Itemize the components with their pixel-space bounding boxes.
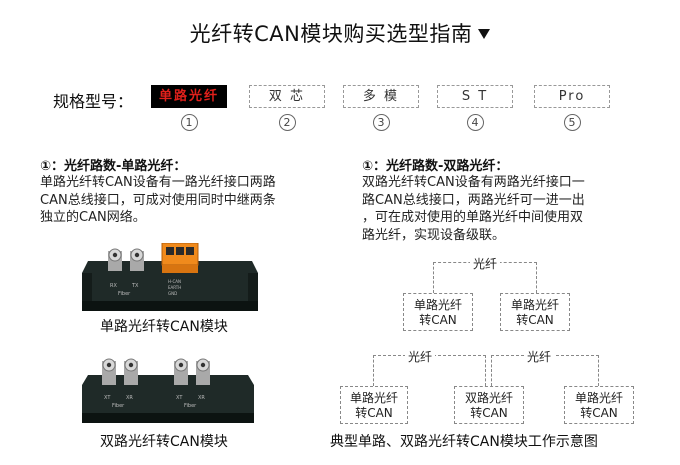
port-label-2-xt: XT xyxy=(176,395,183,401)
module-body xyxy=(82,261,258,311)
single-module-caption: 单路光纤转CAN模块 xyxy=(100,319,228,335)
single-fiber-can-module-image: RX TX Fiber H-CAN EARTH GND xyxy=(82,243,258,311)
port-label-tx: TX xyxy=(131,283,139,289)
section-left-heading: ①：光纤路数-单路光纤： xyxy=(40,159,187,174)
port-label-1-fiber: Fiber xyxy=(112,403,125,409)
dual-fiber-can-module-image: XT XR Fiber XT XR Fiber xyxy=(82,358,254,423)
section-right-line: 路光纤，实现设备级联。 xyxy=(362,227,506,243)
section-right-heading: ①：光纤路数-双路光纤： xyxy=(362,159,509,174)
terminal-label-hcan: H-CAN xyxy=(168,279,181,284)
spec-label: 规格型号： xyxy=(53,92,134,111)
port-label-2-fiber: Fiber xyxy=(184,403,197,409)
fiber-connector-2-xr xyxy=(196,358,210,385)
option-number-4: 4 xyxy=(437,111,513,131)
section-right-line: ，可在成对使用的单路光纤中间使用双 xyxy=(362,210,584,225)
diagram2-fiber-label-left: 光纤 xyxy=(405,348,436,365)
port-label-fiber: Fiber xyxy=(118,291,131,297)
diagram2-left-module: 单路光纤 转CAN xyxy=(340,386,408,424)
dual-module-caption: 双路光纤转CAN模块 xyxy=(100,434,228,450)
option-number-3: 3 xyxy=(343,111,419,131)
port-label-2-xr: XR xyxy=(198,395,205,401)
diagram2-mid-module: 双路光纤 转CAN xyxy=(454,386,524,424)
fiber-connector-1-xt xyxy=(102,358,116,385)
module-base xyxy=(82,301,258,311)
spec-option-st[interactable]: S T xyxy=(437,85,513,108)
diagram1-right-module: 单路光纤 转CAN xyxy=(500,293,570,331)
section-left-line: 独立的CAN网络。 xyxy=(40,210,146,225)
option-number-2: 2 xyxy=(249,111,325,131)
option-number-5: 5 xyxy=(534,111,610,131)
diagram2-right-module: 单路光纤 转CAN xyxy=(564,386,634,424)
module-body xyxy=(82,375,254,423)
spec-option-multimode[interactable]: 多 模 xyxy=(343,85,419,108)
diagram2-fiber-label-right: 光纤 xyxy=(524,348,555,365)
terminal-label-earth: EARTH xyxy=(168,285,181,290)
spec-option-dual-core[interactable]: 双 芯 xyxy=(249,85,325,108)
module-left-edge xyxy=(82,273,92,301)
spec-option-pro[interactable]: Pro xyxy=(534,85,610,108)
spec-option-single-fiber[interactable]: 单路光纤 xyxy=(151,85,227,108)
section-left-line: CAN总线接口，可成对使用同时中继两条 xyxy=(40,192,276,208)
port-label-1-xt: XT xyxy=(104,395,111,401)
port-label-rx: RX xyxy=(110,283,117,289)
fiber-connector-rx xyxy=(108,248,122,271)
option-number-1: 1 xyxy=(151,111,227,131)
orange-terminal-block xyxy=(161,243,199,273)
fiber-connector-tx xyxy=(130,248,144,271)
module-right-edge xyxy=(248,273,258,301)
terminal-label-gnd: GND xyxy=(168,291,177,296)
fiber-connector-2-xt xyxy=(174,358,188,385)
diagram1-left-module: 单路光纤 转CAN xyxy=(403,293,473,331)
section-left-line: 单路光纤转CAN设备有一路光纤接口两路 xyxy=(40,175,276,190)
port-label-1-xr: XR xyxy=(126,395,133,401)
triangle-down-icon xyxy=(478,29,491,39)
diagram-caption: 典型单路、双路光纤转CAN模块工作示意图 xyxy=(330,434,598,450)
diagram1-fiber-label: 光纤 xyxy=(470,255,501,272)
page-title: 光纤转CAN模块购买选型指南 xyxy=(0,18,680,48)
fiber-connector-1-xr xyxy=(124,358,138,385)
section-left-body: 单路光纤转CAN设备有一路光纤接口两路 CAN总线接口，可成对使用同时中继两条 … xyxy=(40,174,340,227)
section-right-line: 双路光纤转CAN设备有两路光纤接口一 xyxy=(362,175,585,190)
module-base xyxy=(82,413,254,423)
section-right-body: 双路光纤转CAN设备有两路光纤接口一 路CAN总线接口，两路光纤可一进一出 ，可… xyxy=(362,174,662,244)
section-right-line: 路CAN总线接口，两路光纤可一进一出 xyxy=(362,192,585,208)
